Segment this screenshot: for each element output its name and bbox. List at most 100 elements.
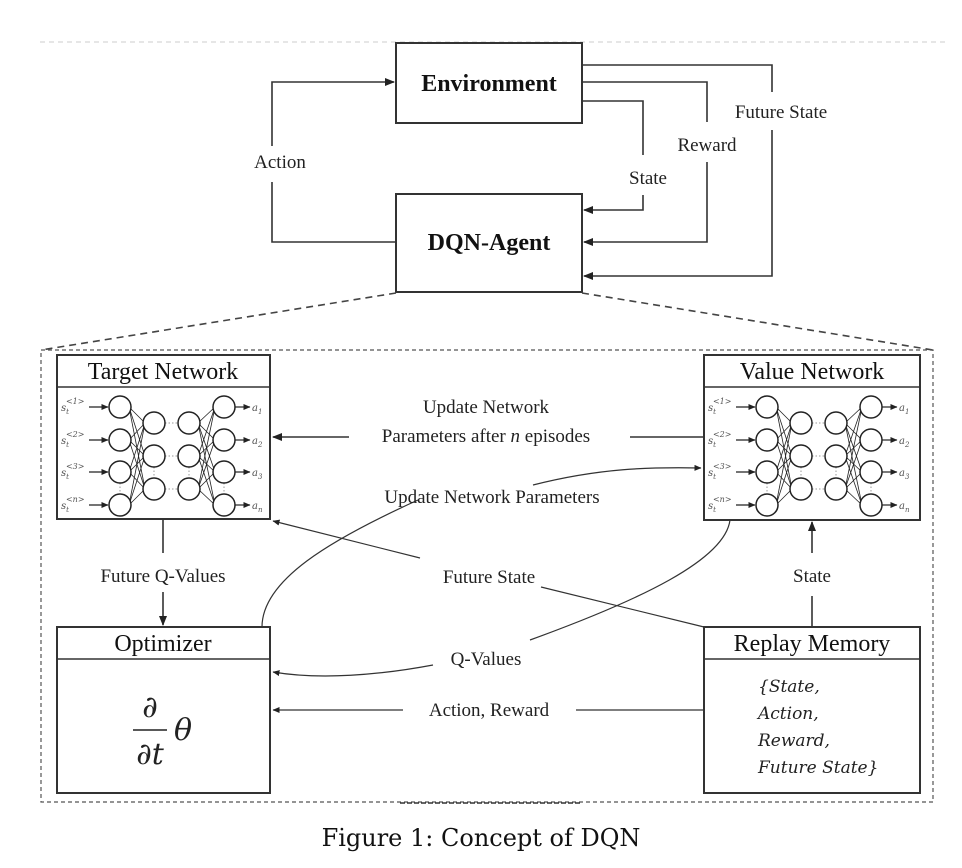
state-label: State xyxy=(629,168,667,189)
q-values-arrow xyxy=(272,664,434,677)
nn-edge xyxy=(197,439,216,490)
replay-line-action: Action, xyxy=(756,704,819,724)
action-reward-label: Action, Reward xyxy=(429,700,550,721)
optimizer-title: Optimizer xyxy=(114,631,211,657)
reward-label: Reward xyxy=(677,135,737,156)
output-neuron xyxy=(212,428,236,452)
output-neuron xyxy=(859,460,883,484)
zoom-line-right xyxy=(581,292,934,351)
replay-memory-box xyxy=(703,626,921,794)
hidden-neuron xyxy=(177,444,201,468)
nn-edge xyxy=(128,406,146,424)
environment-label: Environment xyxy=(421,71,557,97)
input-label: st<2> xyxy=(61,430,84,449)
figure-caption: Figure 1: Concept of DQN xyxy=(322,824,641,852)
input-label: st<n> xyxy=(708,495,732,514)
update-after-n-line2: Parameters after n episodes xyxy=(382,426,590,447)
target-network-title: Target Network xyxy=(88,359,239,385)
hidden-neuron xyxy=(824,411,848,435)
state-line-upper xyxy=(582,100,644,155)
state-inner-label: State xyxy=(793,566,831,587)
replay-line-state: {State, xyxy=(758,677,820,697)
optimizer-box xyxy=(56,626,271,794)
output-label: a2 xyxy=(252,436,263,449)
input-neuron xyxy=(108,493,132,517)
future-state-inner-label: Future State xyxy=(443,567,535,588)
output-label: a1 xyxy=(252,403,262,416)
nn-edge xyxy=(128,422,146,506)
input-label: st<3> xyxy=(708,462,731,481)
nn-edge xyxy=(197,406,216,490)
action-arrow xyxy=(271,78,395,146)
hidden-neuron xyxy=(789,411,813,435)
future-state-from-replay-line xyxy=(540,586,705,628)
future-state-line-upper xyxy=(582,64,773,92)
output-neuron xyxy=(859,493,883,517)
nn-edge xyxy=(775,406,793,424)
input-neuron xyxy=(755,395,779,419)
action-label: Action xyxy=(254,152,306,173)
output-neuron xyxy=(212,493,236,517)
replay-line-reward: Reward, xyxy=(757,731,830,751)
replay-line-future-state: Future State} xyxy=(757,758,878,778)
input-neuron xyxy=(755,428,779,452)
reward-arrow xyxy=(583,162,708,246)
dqn-agent-box xyxy=(395,193,583,293)
nn-edge xyxy=(775,488,793,506)
update-after-n-line1: Update Network xyxy=(423,397,550,418)
future-state-label: Future State xyxy=(735,102,827,123)
state-arrow xyxy=(583,195,644,214)
dqn-agent-label: DQN-Agent xyxy=(428,230,551,256)
input-neuron xyxy=(108,428,132,452)
formula-theta: θ xyxy=(174,713,192,748)
nn-edge xyxy=(844,406,863,457)
nn-edge xyxy=(844,406,863,490)
zoom-line-left xyxy=(40,292,397,351)
nn-edge xyxy=(197,406,216,457)
hidden-neuron xyxy=(177,411,201,435)
nn-edge xyxy=(197,406,216,424)
nn-edge xyxy=(844,488,863,506)
nn-edge xyxy=(128,455,146,506)
nn-edge xyxy=(775,455,793,506)
nn-edge xyxy=(128,488,146,506)
input-label: st<1> xyxy=(708,397,731,416)
input-label: st<2> xyxy=(708,430,731,449)
replay-memory-title: Replay Memory xyxy=(734,631,891,657)
replay-memory: Replay Memory {State, Action, Reward, Fu… xyxy=(703,626,921,794)
q-values-curve-upper xyxy=(529,519,731,641)
q-values-label: Q-Values xyxy=(451,649,522,670)
nn-edge xyxy=(775,422,793,506)
hidden-neuron xyxy=(789,477,813,501)
output-neuron xyxy=(212,460,236,484)
future-state-arrow xyxy=(583,130,773,280)
nn-edge xyxy=(197,488,216,506)
value-network: Value Network st<1>st<2>st<3>st<n>a1a2a3… xyxy=(703,354,921,521)
nn-edge xyxy=(128,422,146,473)
future-q-values-label: Future Q-Values xyxy=(100,566,225,587)
output-neuron xyxy=(212,395,236,419)
output-label: a3 xyxy=(899,468,910,481)
hidden-neuron xyxy=(177,477,201,501)
nn-edge xyxy=(128,422,146,441)
nn-edge xyxy=(775,422,793,441)
input-neuron xyxy=(108,395,132,419)
input-neuron xyxy=(755,460,779,484)
hidden-neuron xyxy=(142,477,166,501)
update-params-label: Update Network Parameters xyxy=(384,487,599,508)
output-neuron xyxy=(859,395,883,419)
update-params-arrow xyxy=(532,464,702,486)
nn-edge xyxy=(844,406,863,424)
update-params-curve-lower xyxy=(261,499,419,628)
action-line-lower xyxy=(271,182,396,243)
nn-edge xyxy=(844,471,863,490)
input-neuron xyxy=(755,493,779,517)
input-label: st<n> xyxy=(61,495,85,514)
output-label: a2 xyxy=(899,436,910,449)
nn-edge xyxy=(197,471,216,490)
future-state-to-target-arrow xyxy=(272,519,421,559)
formula-numerator: ∂ xyxy=(142,690,158,725)
